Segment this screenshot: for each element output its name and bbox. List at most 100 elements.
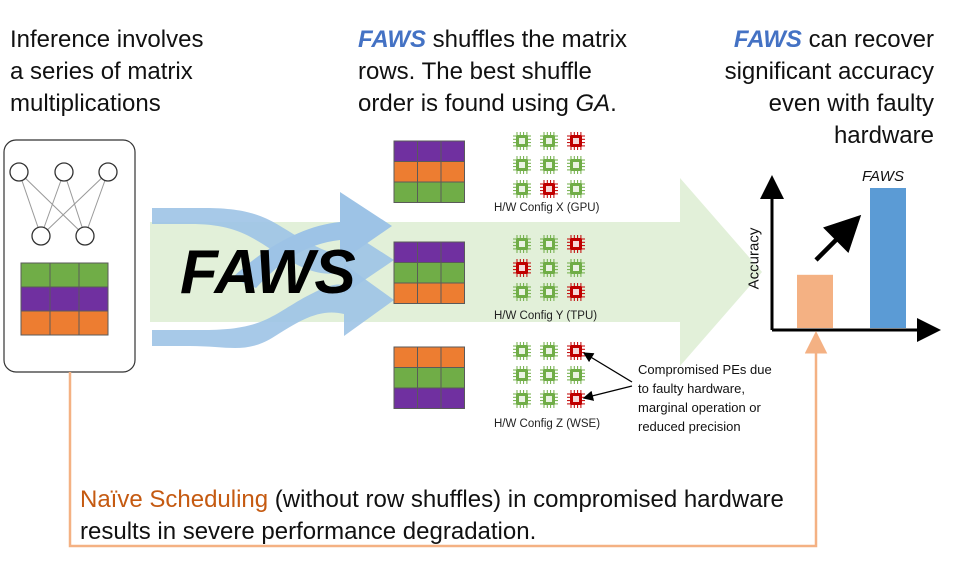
- pe-chip-icon: [567, 180, 585, 198]
- matrix-cell-green: [417, 367, 442, 389]
- matrix-cell-purple: [78, 286, 109, 312]
- shuffle-arrow-top: [152, 208, 394, 294]
- matrix-config-x: [393, 140, 465, 203]
- matrix-cell-green: [20, 262, 51, 288]
- chart-bar-label-faws: FAWS: [862, 168, 904, 185]
- matrix-cell-green: [440, 181, 465, 203]
- faws-accent: FAWS: [358, 26, 427, 53]
- right-line-1-rest: can recover: [801, 26, 934, 53]
- right-line-2: significant accuracy: [724, 58, 934, 85]
- matrix-cell-purple: [20, 286, 51, 312]
- pe-grid-config-x: [513, 132, 585, 198]
- matrix-cell-orange: [393, 346, 418, 368]
- center-line-1-rest: shuffles the matrix: [426, 26, 627, 53]
- matrix-cell-green: [417, 262, 442, 284]
- center-line-3-pre: order is found using: [358, 90, 576, 117]
- matrix-cell-orange: [393, 161, 418, 183]
- chart-ylabel: Accuracy: [745, 227, 763, 290]
- pe-chip-faulty-icon: [567, 235, 585, 253]
- neural-network-graph: [9, 162, 118, 246]
- matrix-cell-orange: [393, 282, 418, 304]
- pe-chip-icon: [513, 235, 531, 253]
- pe-chip-faulty-icon: [567, 283, 585, 301]
- pe-chip-icon: [513, 342, 531, 360]
- shuffle-arrow-bottom: [152, 264, 394, 348]
- matrix-cell-green: [417, 181, 442, 203]
- bottom-line-2: results in severe performance degradatio…: [80, 518, 537, 545]
- pe-grid-config-z: [513, 342, 585, 408]
- matrix-cell-orange: [440, 161, 465, 183]
- ga-term: GA: [575, 90, 611, 117]
- note-line-2: to faulty hardware,: [638, 381, 745, 396]
- matrix-cell-purple: [440, 140, 465, 162]
- faws-accent-right: FAWS: [733, 26, 802, 53]
- pe-chip-faulty-icon: [540, 180, 558, 198]
- note-line-3: marginal operation or: [638, 400, 761, 415]
- compromised-pointer-2: [582, 385, 633, 401]
- note-line-4: reduced precision: [638, 419, 741, 434]
- matrix-cell-orange: [417, 346, 442, 368]
- shuffle-arrow-upper: [232, 192, 392, 288]
- matrix-config-z: [393, 346, 465, 409]
- pe-chip-icon: [540, 366, 558, 384]
- pe-chip-faulty-icon: [567, 132, 585, 150]
- pe-chip-icon: [540, 156, 558, 174]
- left-line-1: Inference involves: [10, 26, 204, 53]
- matrix-cell-orange: [20, 310, 51, 336]
- matrix-cell-green: [78, 262, 109, 288]
- pe-chip-faulty-icon: [513, 259, 531, 277]
- matrix-cell-orange: [440, 346, 465, 368]
- center-description: FAWS shuffles the matrix rows. The best …: [358, 24, 627, 120]
- pe-chip-icon: [513, 283, 531, 301]
- matrix-cell-orange: [440, 282, 465, 304]
- naive-scheduling-connector: [68, 331, 828, 548]
- matrix-cell-purple: [417, 140, 442, 162]
- right-line-1: FAWS can recover: [725, 24, 934, 56]
- pe-chip-icon: [513, 366, 531, 384]
- center-line-3-post: .: [610, 90, 617, 117]
- pe-chip-icon: [513, 390, 531, 408]
- matrix-cell-orange: [78, 310, 109, 336]
- config-z-label: H/W Config Z (WSE): [494, 418, 601, 430]
- right-description: FAWS can recover significant accuracy ev…: [725, 24, 934, 152]
- note-line-1: Compromised PEs due: [638, 362, 772, 377]
- compromised-pointer-1: [582, 352, 633, 383]
- matrix-cell-purple: [417, 241, 442, 263]
- matrix-cell-green: [393, 181, 418, 203]
- neural-network-matrix: [20, 262, 109, 336]
- center-line-1: FAWS shuffles the matrix: [358, 24, 627, 56]
- bar-naive: [797, 274, 833, 328]
- matrix-cell-purple: [440, 241, 465, 263]
- matrix-cell-green: [393, 367, 418, 389]
- improvement-arrow: [814, 214, 862, 262]
- pe-chip-icon: [540, 283, 558, 301]
- config-y-label: H/W Config Y (TPU): [494, 310, 598, 322]
- pe-chip-icon: [540, 342, 558, 360]
- config-x-label: H/W Config X (GPU): [494, 202, 600, 214]
- left-line-2: a series of matrix: [10, 58, 193, 85]
- matrix-cell-purple: [393, 387, 418, 409]
- matrix-cell-orange: [417, 282, 442, 304]
- accuracy-chart: [760, 175, 941, 342]
- matrix-config-y: [393, 241, 465, 304]
- matrix-cell-green: [440, 262, 465, 284]
- bottom-line-1-rest: (without row shuffles) in compromised ha…: [268, 486, 784, 513]
- bottom-line-1: Naïve Scheduling (without row shuffles) …: [80, 484, 784, 516]
- bottom-description: Naïve Scheduling (without row shuffles) …: [80, 484, 784, 548]
- matrix-cell-purple: [393, 140, 418, 162]
- pe-chip-faulty-icon: [567, 342, 585, 360]
- right-line-3: even with faulty: [768, 90, 934, 117]
- matrix-cell-purple: [417, 387, 442, 409]
- pe-grid-config-y: [513, 235, 585, 301]
- left-description: Inference involves a series of matrix mu…: [10, 24, 203, 120]
- pe-chip-icon: [567, 259, 585, 277]
- pe-chip-icon: [567, 156, 585, 174]
- matrix-cell-purple: [393, 241, 418, 263]
- matrix-cell-green: [393, 262, 418, 284]
- pe-chip-icon: [513, 132, 531, 150]
- matrix-cell-orange: [417, 161, 442, 183]
- pe-chip-icon: [513, 156, 531, 174]
- bar-faws: [870, 188, 906, 328]
- pe-chip-icon: [540, 390, 558, 408]
